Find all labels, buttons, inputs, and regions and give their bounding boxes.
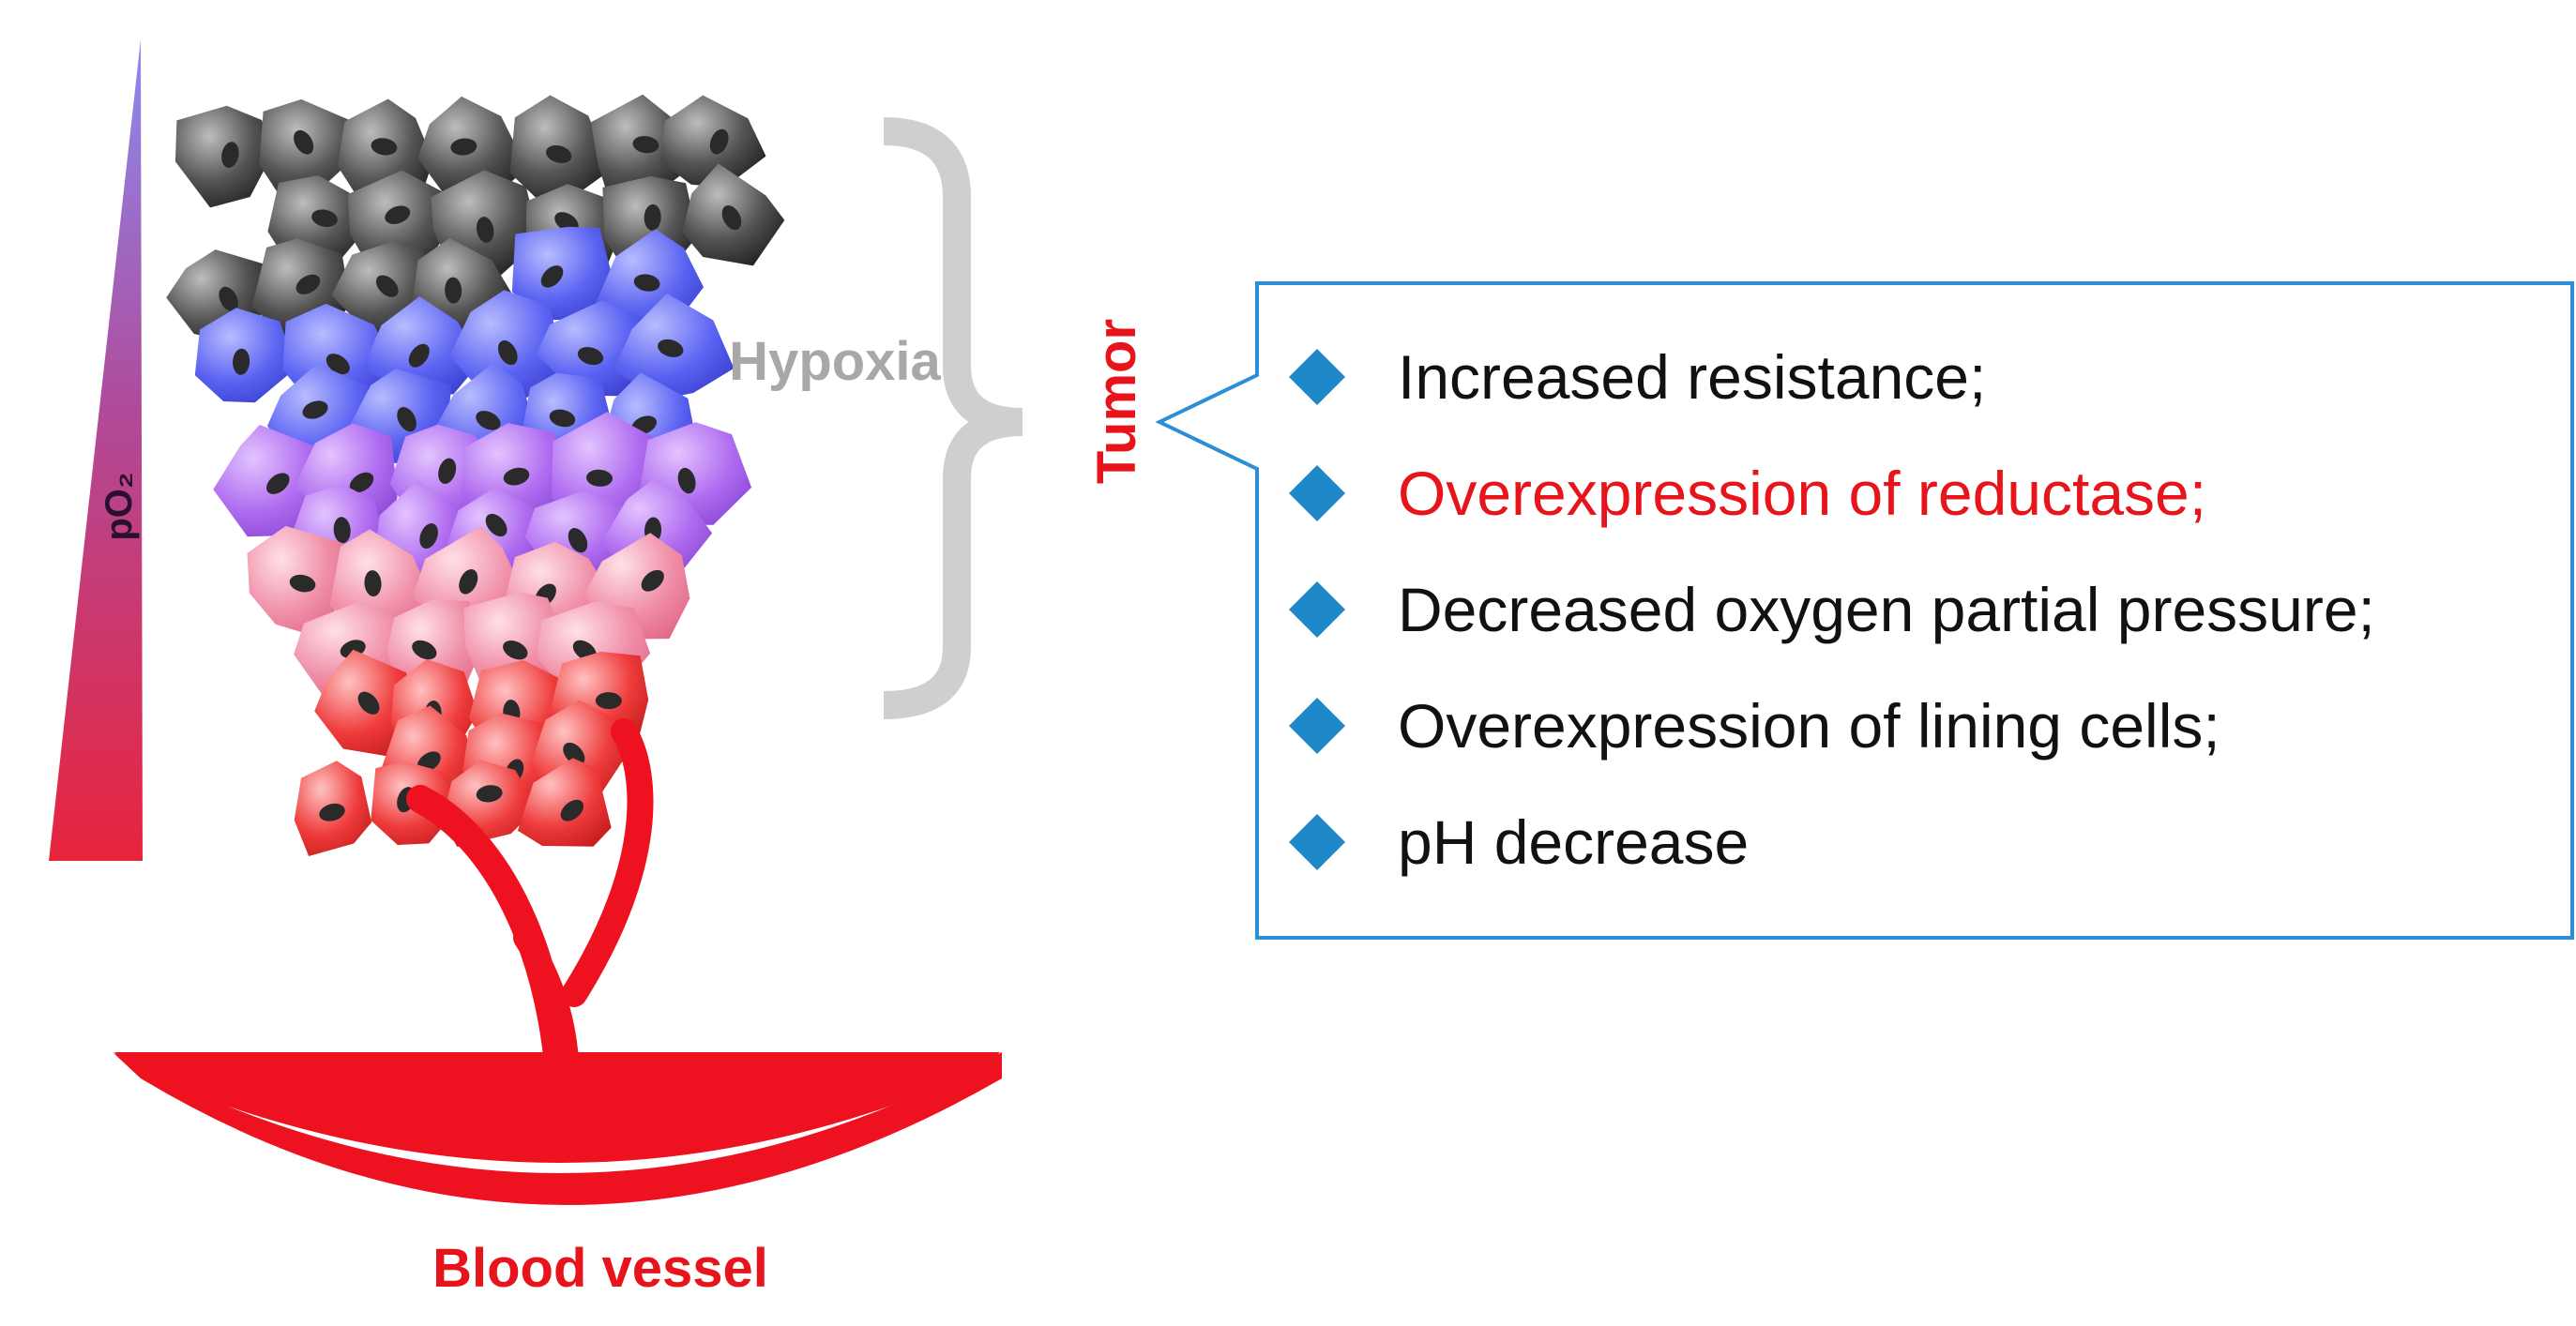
feature-list: Increased resistance; Overexpression of r… (1255, 281, 2574, 940)
hypoxia-brace-icon (883, 117, 1023, 719)
cell-nucleus (503, 640, 528, 660)
feature-item-label: Increased resistance; (1398, 342, 1987, 412)
cell-nucleus (677, 467, 696, 494)
cell-nucleus (371, 138, 398, 156)
cell-nucleus (412, 640, 437, 660)
cell-nucleus (450, 138, 477, 156)
feature-item: Increased resistance; (1255, 330, 2568, 424)
po2-label: pO₂ (98, 472, 140, 540)
cell-nucleus (445, 277, 462, 304)
tumor-label: Tumor (1086, 319, 1147, 484)
feature-item: Overexpression of lining cells; (1255, 679, 2568, 773)
po2-gradient-wedge (49, 39, 143, 861)
cell-nucleus (658, 339, 684, 357)
blood-vessel-label: Blood vessel (432, 1238, 768, 1299)
cell-nucleus (221, 142, 239, 168)
diamond-bullet-icon (1289, 349, 1345, 405)
feature-item-label: Overexpression of reductase; (1398, 459, 2207, 528)
feature-item-label: Decreased oxygen partial pressure; (1398, 575, 2375, 644)
cell-nucleus (540, 265, 564, 288)
cell-nucleus (364, 570, 382, 597)
cell-nucleus (476, 785, 503, 803)
cell-nucleus (644, 203, 661, 231)
diamond-bullet-icon (1289, 465, 1345, 521)
tumor-cell (517, 758, 612, 847)
cell-nucleus (476, 217, 494, 243)
cell-nucleus (349, 472, 374, 493)
feature-callout-box (1155, 281, 2574, 940)
tumor-cell-mass (166, 94, 785, 856)
cell-nucleus (319, 803, 345, 821)
tumor-cell (511, 226, 615, 321)
cell-nucleus (709, 128, 729, 155)
cell-nucleus (546, 144, 572, 163)
cell-nucleus (295, 274, 321, 294)
cell-nucleus (419, 523, 438, 550)
cell-nucleus (289, 574, 316, 593)
cell-nucleus (563, 742, 585, 765)
cell-nucleus (632, 136, 659, 154)
cell-nucleus (633, 274, 660, 292)
cell-nucleus (408, 343, 430, 368)
feature-item-label: Overexpression of lining cells; (1398, 691, 2220, 761)
cell-nucleus (497, 340, 518, 366)
cell-nucleus (438, 458, 457, 484)
cell-nucleus (586, 469, 613, 487)
cell-nucleus (397, 407, 417, 432)
cell-nucleus (333, 517, 351, 544)
cell-nucleus (357, 691, 380, 715)
cell-nucleus (266, 473, 290, 494)
feature-item: pH decrease (1255, 795, 2568, 889)
blood-vessel-shape (113, 718, 1002, 1205)
cell-nucleus (549, 409, 576, 428)
cell-nucleus (219, 286, 238, 312)
cell-nucleus (568, 528, 588, 553)
cell-nucleus (294, 129, 314, 155)
cell-nucleus (311, 209, 338, 227)
cell-nucleus (233, 348, 250, 375)
cell-nucleus (326, 354, 350, 375)
feature-item: Decreased oxygen partial pressure; (1255, 563, 2568, 656)
cell-nucleus (595, 692, 622, 710)
cell-nucleus (721, 205, 742, 231)
cell-nucleus (385, 205, 411, 224)
hypoxia-label: Hypoxia (729, 331, 941, 392)
cell-nucleus (577, 347, 604, 366)
cell-nucleus (485, 513, 508, 537)
cell-nucleus (476, 411, 501, 430)
cell-nucleus (503, 467, 530, 486)
diamond-bullet-icon (1289, 814, 1345, 870)
feature-item-label: pH decrease (1398, 807, 1750, 877)
feature-item: Overexpression of reductase; (1255, 446, 2568, 540)
cell-nucleus (641, 569, 664, 592)
cell-nucleus (302, 400, 328, 419)
diamond-bullet-icon (1289, 698, 1345, 754)
diamond-bullet-icon (1289, 581, 1345, 638)
cell-nucleus (375, 275, 399, 297)
cell-nucleus (459, 568, 478, 595)
cell-nucleus (560, 799, 584, 821)
